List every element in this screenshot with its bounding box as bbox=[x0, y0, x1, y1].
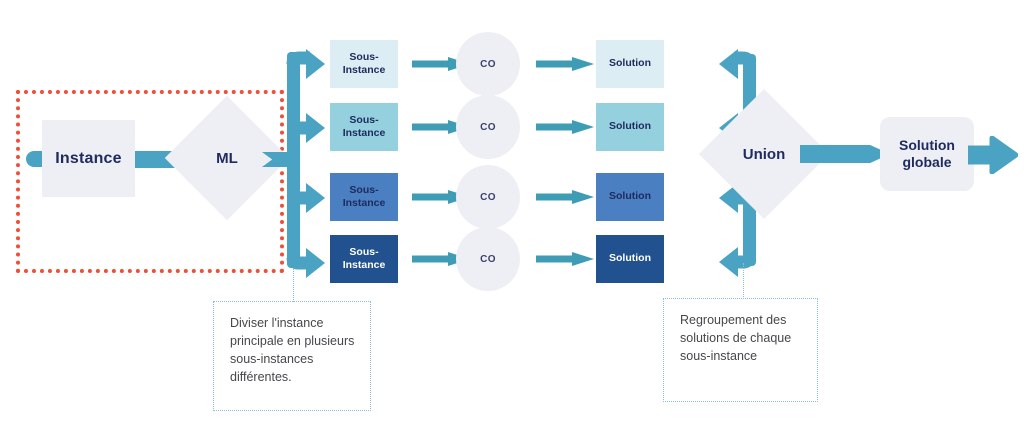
sub-instance-label-2: Sous- Instance bbox=[342, 113, 386, 139]
sub-instance-label-1: Sous- Instance bbox=[342, 50, 386, 76]
caption-connector-left bbox=[293, 268, 294, 302]
solution-box-2[interactable]: Solution bbox=[596, 103, 664, 151]
caption-merge: Regroupement des solutions de chaque sou… bbox=[663, 298, 818, 402]
solution-box-3[interactable]: Solution bbox=[596, 173, 664, 221]
arrow-sub-to-co-3 bbox=[412, 190, 470, 204]
sub-instance-box-1[interactable]: Sous- Instance bbox=[330, 40, 398, 88]
co-circle-2[interactable]: CO bbox=[456, 95, 520, 159]
arrow-sub-to-co-2 bbox=[412, 120, 470, 134]
arrow-co-to-solution-3 bbox=[536, 190, 594, 204]
solution-box-4[interactable]: Solution bbox=[596, 235, 664, 283]
instance-box[interactable]: Instance bbox=[42, 120, 135, 197]
union-to-global-arrow bbox=[800, 145, 890, 163]
sub-instance-box-4[interactable]: Sous- Instance bbox=[330, 235, 398, 283]
arrow-co-to-solution-2 bbox=[536, 120, 594, 134]
sub-instance-box-2[interactable]: Sous- Instance bbox=[330, 103, 398, 151]
co-circle-3[interactable]: CO bbox=[456, 165, 520, 229]
ml-label[interactable]: ML bbox=[216, 149, 238, 167]
input-phase-region bbox=[16, 90, 284, 273]
co-circle-1[interactable]: CO bbox=[456, 32, 520, 96]
sub-instance-label-3: Sous- Instance bbox=[342, 183, 386, 209]
co-circle-4[interactable]: CO bbox=[456, 227, 520, 291]
output-arrow-icon bbox=[968, 136, 1018, 174]
caption-connector-right bbox=[743, 263, 744, 299]
arrow-co-to-solution-1 bbox=[536, 57, 594, 71]
global-solution-label: Solution globale bbox=[899, 136, 955, 171]
global-solution-box[interactable]: Solution globale bbox=[880, 117, 974, 191]
arrow-sub-to-co-1 bbox=[412, 57, 470, 71]
sub-instance-label-4: Sous- Instance bbox=[342, 245, 386, 271]
arrow-co-to-solution-4 bbox=[536, 252, 594, 266]
solution-box-1[interactable]: Solution bbox=[596, 40, 664, 88]
union-label[interactable]: Union bbox=[742, 145, 786, 163]
sub-instance-box-3[interactable]: Sous- Instance bbox=[330, 173, 398, 221]
arrow-sub-to-co-4 bbox=[412, 252, 470, 266]
caption-split: Diviser l'instance principale en plusieu… bbox=[213, 301, 371, 411]
